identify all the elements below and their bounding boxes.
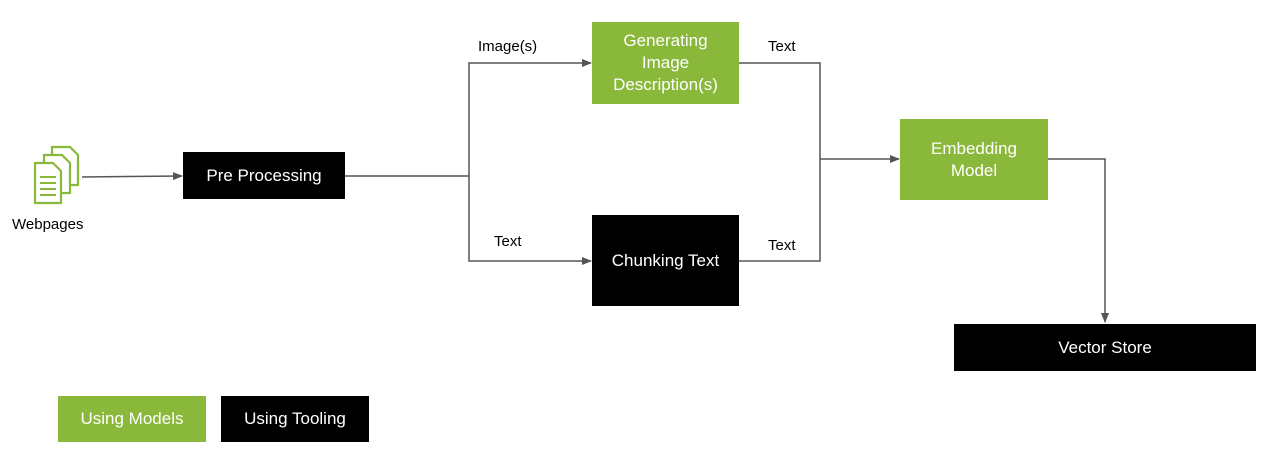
- webpages-label: Webpages: [12, 216, 84, 233]
- vector-store-node: Vector Store: [954, 324, 1256, 371]
- edge-to-chunking: [468, 176, 592, 265]
- legend-using-models: Using Models: [58, 396, 206, 442]
- edge-label-text-from-chunking: Text: [768, 237, 796, 254]
- edge-label-text-from-image: Text: [768, 38, 796, 55]
- image-description-node: Generating Image Description(s): [592, 22, 739, 104]
- edge-to-image-description: [468, 59, 592, 176]
- legend-using-tooling: Using Tooling: [221, 396, 369, 442]
- preprocessing-node: Pre Processing: [183, 152, 345, 199]
- documents-icon: [33, 145, 80, 205]
- edge-label-images: Image(s): [478, 38, 538, 55]
- edge-webpages-to-preprocessing: [81, 172, 183, 181]
- edge-label-text-to-chunking: Text: [494, 233, 522, 250]
- chunking-text-node: Chunking Text: [592, 215, 739, 306]
- embedding-model-node: Embedding Model: [900, 119, 1048, 200]
- edge-embedding-to-vector-store: [1048, 158, 1109, 323]
- edge-image-description-out: [739, 62, 821, 262]
